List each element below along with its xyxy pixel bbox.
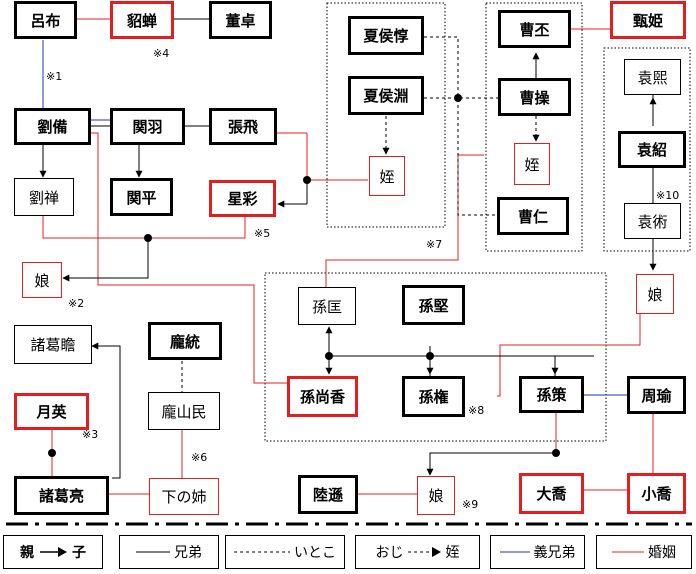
node-zhugezhan: 諸葛瞻	[14, 325, 92, 364]
node-sunquan: 孫権	[402, 376, 465, 417]
note-1: ※1	[46, 70, 63, 83]
legend-sworn: 義兄弟	[490, 535, 585, 569]
node-daqiao: 大喬	[519, 473, 584, 514]
sworn-lines	[42, 40, 627, 396]
group-box-xiahou	[326, 2, 446, 228]
junction-dots	[48, 94, 560, 457]
node-yuanshu: 袁術	[624, 203, 681, 239]
node-xiaoqiao: 小喬	[627, 473, 686, 514]
legend-sworn-label: 義兄弟	[533, 545, 576, 561]
legend-siblings-label: 兄弟	[174, 545, 202, 561]
parent-child-arrows	[39, 52, 657, 479]
node-musume3: 娘	[417, 476, 455, 515]
legend-child-label: 子	[72, 545, 86, 561]
node-liubei: 劉備	[14, 108, 91, 145]
node-xiahoudun: 夏侯惇	[348, 16, 424, 55]
node-liushan: 劉禅	[14, 178, 74, 216]
node-shimonoane: 下の姉	[149, 478, 219, 515]
node-xiahouyuan: 夏侯淵	[348, 76, 424, 115]
node-guanyu: 関羽	[110, 108, 185, 145]
node-yueying: 月英	[14, 393, 89, 430]
note-7: ※7	[426, 238, 443, 251]
cousin-lines	[181, 36, 512, 392]
node-zhouyu: 周瑜	[627, 376, 686, 414]
node-yuanshao: 袁紹	[618, 131, 686, 168]
legend-uncle-niece: おじ 姪	[355, 535, 480, 569]
node-musume1: 娘	[22, 262, 62, 298]
node-guanping: 関平	[110, 178, 173, 216]
node-sunce: 孫策	[519, 376, 584, 413]
group-box-yuan	[603, 47, 691, 252]
legend-siblings: 兄弟	[119, 535, 219, 569]
note-9: ※9	[462, 498, 479, 511]
legend-dashed-arrow-icon	[407, 547, 441, 557]
node-dongzhuo: 董卓	[209, 1, 272, 39]
note-6: ※6	[191, 451, 208, 464]
node-zhenji: 甄姫	[610, 1, 686, 39]
legend-cousins: いとこ	[225, 535, 345, 569]
group-box-sun	[264, 272, 607, 442]
node-sunkuang: 孫匡	[298, 287, 356, 325]
node-caopi: 曹丕	[498, 10, 571, 48]
node-zhangfei: 張飛	[209, 108, 277, 145]
note-3: ※3	[82, 428, 99, 441]
legend-blue-line-icon	[499, 551, 530, 553]
legend-parent-label: 親	[20, 545, 34, 561]
node-pangtong: 龐統	[148, 322, 222, 360]
group-box-cao	[485, 2, 583, 252]
legend-arrow-icon	[40, 547, 67, 557]
node-sunjian: 孫堅	[402, 285, 465, 325]
node-lubu: 呂布	[14, 1, 77, 39]
legend-marriage-label: 婚姻	[648, 545, 676, 561]
legend-niece-label: 姪	[445, 545, 460, 561]
note-10: ※10	[656, 189, 680, 202]
node-mei2: 姪	[514, 143, 550, 185]
node-caoren: 曹仁	[497, 197, 569, 235]
note-4: ※4	[153, 47, 170, 60]
legend-parent-child: 親 子	[3, 535, 103, 569]
node-mei1: 姪	[369, 156, 405, 196]
node-zhugeliang: 諸葛亮	[14, 476, 109, 515]
note-5: ※5	[254, 227, 271, 240]
node-caocao: 曹操	[498, 78, 571, 116]
note-8: ※8	[468, 404, 485, 417]
legend-red-line-icon	[612, 551, 644, 553]
legend-dashed-line-icon	[234, 551, 290, 553]
node-sunshangxiang: 孫尚香	[287, 376, 358, 417]
note-2: ※2	[68, 297, 85, 310]
uncle-niece-arrows	[382, 116, 540, 155]
node-diaochan: 貂蝉	[110, 1, 174, 39]
node-xingcai: 星彩	[209, 180, 276, 217]
node-pangshanmin: 龐山民	[148, 392, 220, 430]
node-yuanxi: 袁煕	[624, 59, 681, 95]
legend-marriage: 婚姻	[596, 535, 692, 569]
legend-uncle-label: おじ	[375, 545, 404, 561]
node-musume2: 娘	[636, 274, 674, 314]
legend-cousins-label: いとこ	[294, 545, 336, 561]
node-luxun: 陸遜	[298, 475, 358, 514]
legend-solid-line-icon	[136, 551, 170, 553]
